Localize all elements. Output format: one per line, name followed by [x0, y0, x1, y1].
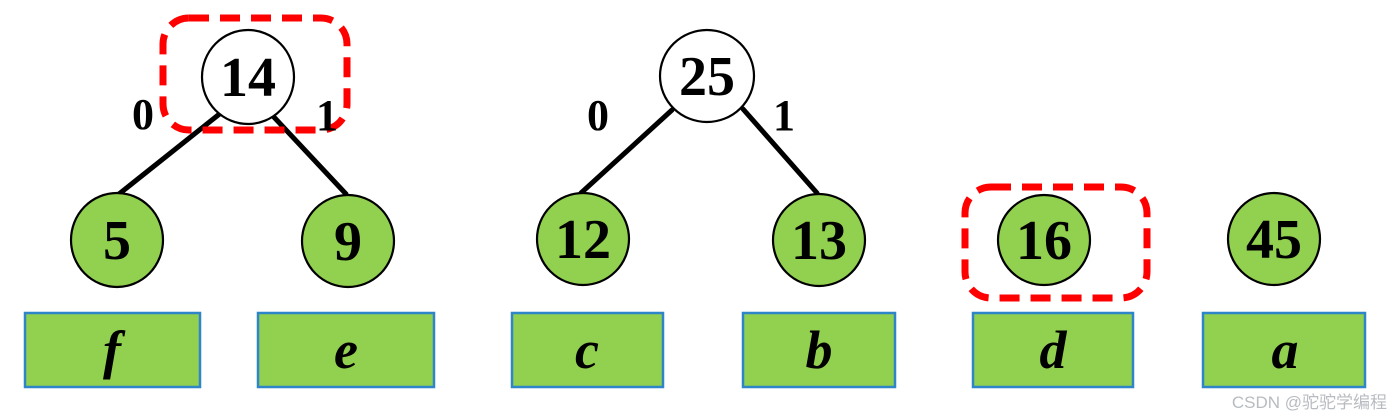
letter-box-e-label: e	[334, 320, 358, 380]
leaf-node-45-value: 45	[1246, 209, 1302, 271]
letter-box-c-label: c	[575, 320, 599, 380]
letter-box-b-label: b	[806, 320, 833, 380]
internal-node-25-value: 25	[679, 46, 735, 108]
leaf-node-9-circle	[300, 193, 396, 289]
leaf-node-5-value: 5	[103, 210, 131, 272]
leaf-node-45-circle	[1226, 191, 1322, 287]
leaf-node-13-circle	[771, 192, 867, 288]
letter-box-f	[23, 311, 202, 389]
edge-bit-label-14-right: 1	[316, 91, 338, 140]
leaf-node-13-value: 13	[791, 210, 847, 272]
edge-bit-label-25-left: 0	[587, 91, 609, 140]
leaf-node-16-circle	[996, 193, 1092, 287]
leaf-node-12-circle	[535, 191, 631, 287]
letter-box-e	[256, 311, 436, 389]
leaf-node-5-circle	[69, 191, 165, 289]
letter-box-d	[971, 311, 1135, 389]
leaf-node-9-value: 9	[334, 211, 362, 273]
letter-box-a-label: a	[1272, 320, 1299, 380]
edge-14-to-5	[116, 109, 225, 197]
letter-box-d-label: d	[1040, 320, 1068, 380]
edge-25-to-13	[740, 106, 820, 196]
letter-box-f-label: f	[103, 320, 126, 380]
leaf-node-12-value: 12	[555, 209, 611, 271]
edge-14-to-9	[269, 112, 349, 197]
leaf-node-16-value: 16	[1016, 210, 1072, 272]
highlight-box-node-14	[159, 14, 351, 134]
edge-25-to-12	[578, 107, 675, 196]
internal-node-25-circle	[658, 28, 756, 124]
internal-node-14-value: 14	[220, 47, 276, 109]
letter-box-a	[1201, 311, 1367, 389]
highlight-box-node-16	[961, 183, 1151, 302]
letter-box-b	[741, 311, 897, 389]
internal-node-14-circle	[200, 28, 296, 126]
watermark-text: CSDN @驼驼学编程	[1231, 393, 1387, 412]
letter-box-c	[510, 311, 665, 389]
edge-bit-label-14-left: 0	[132, 90, 154, 139]
edge-bit-label-25-right: 1	[773, 91, 795, 140]
